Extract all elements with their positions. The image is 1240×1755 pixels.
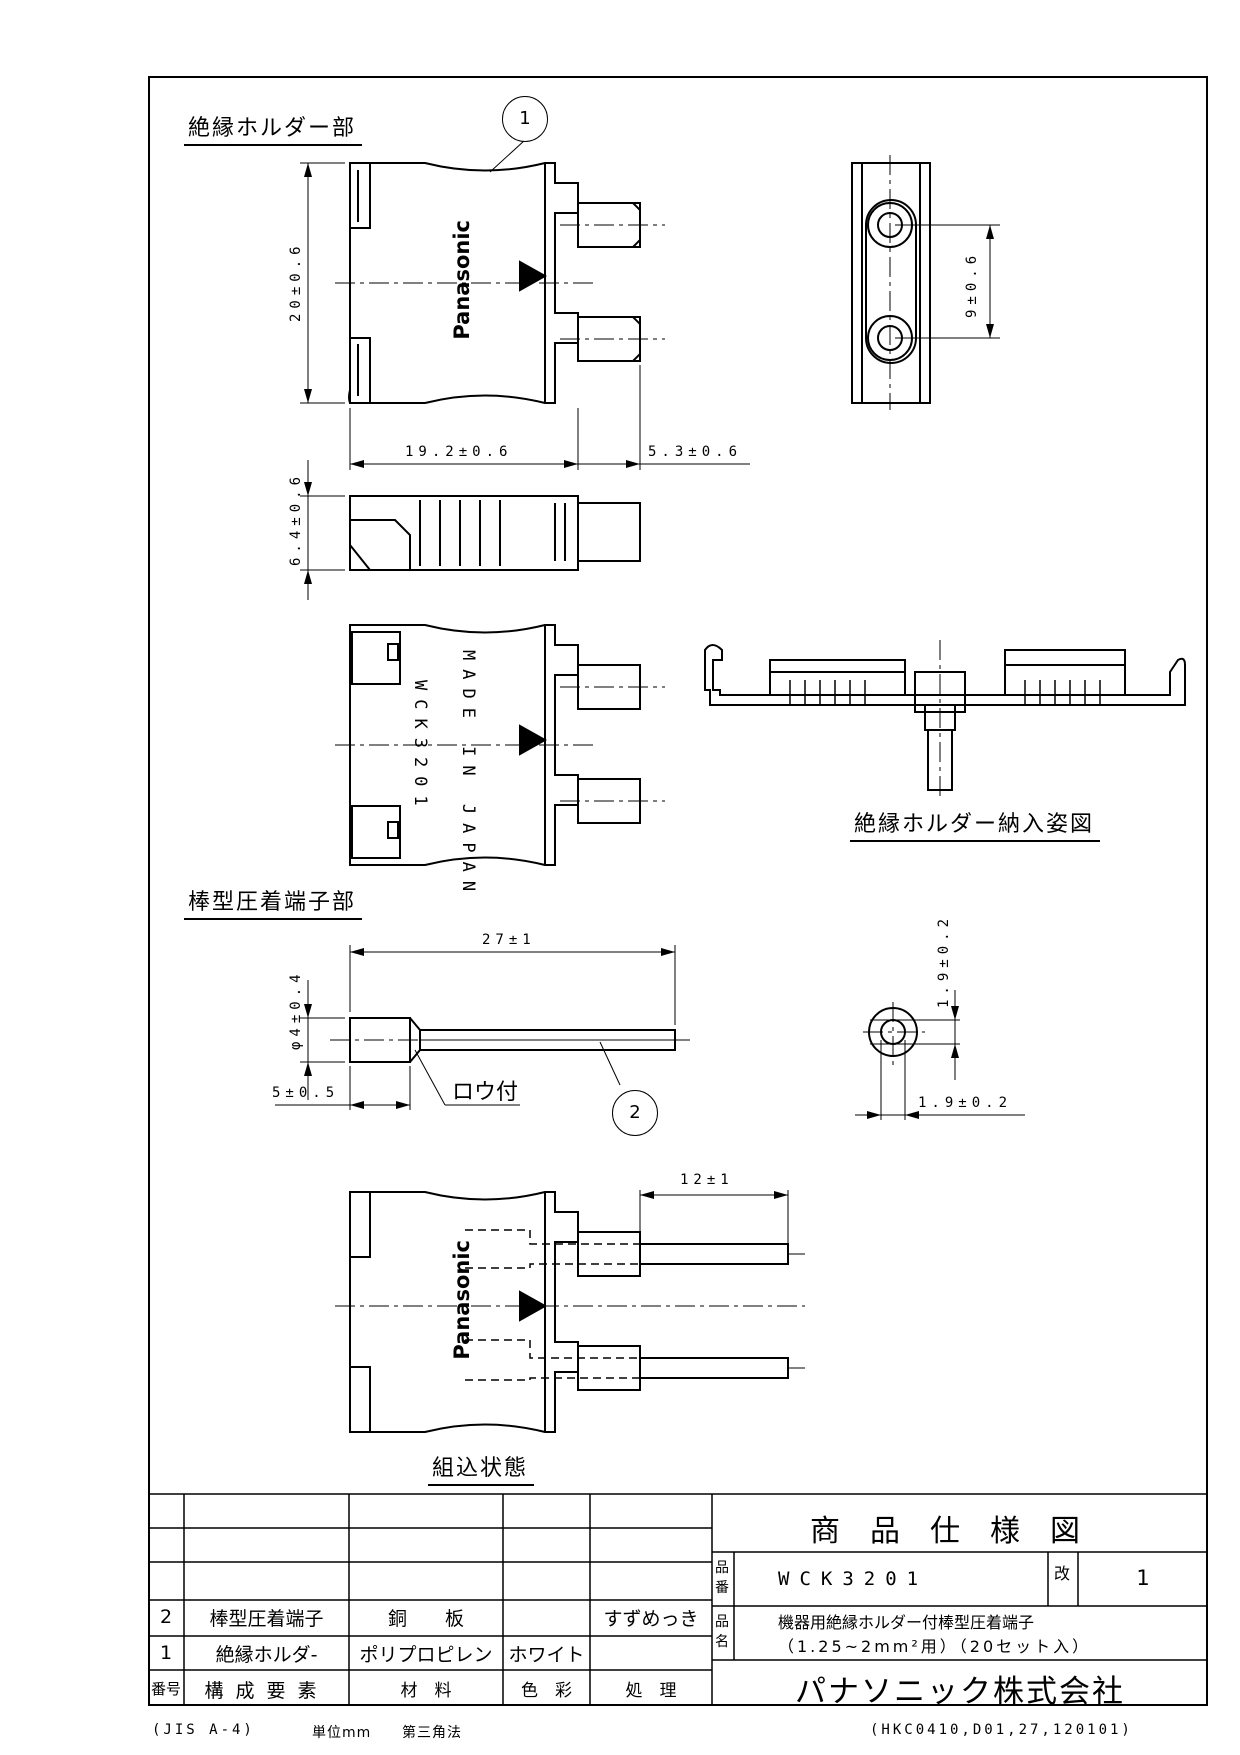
header-no: 番号 xyxy=(150,1680,181,1698)
dim-insert-length: 12±1 xyxy=(680,1172,734,1188)
holder-bottom-view xyxy=(349,624,641,866)
assembled-view xyxy=(349,1191,789,1433)
footer-projection: 第三角法 xyxy=(402,1725,462,1741)
row2-element: 棒型圧着端子 xyxy=(209,1608,324,1630)
row2-no: 2 xyxy=(159,1606,173,1628)
name-label: 品名 xyxy=(715,1614,729,1650)
footer-doc-code: (HKC0410,D01,27,120101) xyxy=(870,1722,1133,1738)
product-name-line1: 機器用絶縁ホルダー付棒型圧着端子 xyxy=(778,1613,1035,1632)
company-name: パナソニック株式会社 xyxy=(795,1674,1125,1710)
title-block-grid xyxy=(148,1493,1208,1706)
brand-marking-assembled: Panasonic xyxy=(450,1240,474,1360)
row1-element: 絶縁ホルダ- xyxy=(215,1644,318,1666)
dim-pin-diameter-horizontal: 1.9±0.2 xyxy=(918,1095,1013,1111)
revision-label: 改 xyxy=(1054,1564,1071,1583)
dim-pin-diameter-vertical: 1.9±0.2 xyxy=(936,913,952,1008)
dim-holder-thickness: 6.4±0.6 xyxy=(288,471,304,566)
made-in-marking: MADE IN JAPAN xyxy=(458,650,478,901)
product-name-line2: （1.25~2mm²用）（20セット入） xyxy=(778,1637,1092,1656)
part-number: WCK3201 xyxy=(778,1568,929,1590)
dim-holder-length: 19.2±0.6 xyxy=(405,444,513,460)
section-packing-label: 絶縁ホルダー納入姿図 xyxy=(850,806,1101,842)
part-no-label: 品番 xyxy=(715,1560,729,1596)
brand-marking: Panasonic xyxy=(450,220,474,340)
revision-number: 1 xyxy=(1136,1566,1150,1590)
header-material: 材 料 xyxy=(400,1681,452,1701)
section-assembled-label: 組込状態 xyxy=(428,1450,535,1486)
brazing-note: ロウ付 xyxy=(452,1080,519,1105)
terminal-view xyxy=(349,1007,918,1063)
row1-color: ホワイト xyxy=(508,1644,585,1666)
packing-view xyxy=(704,644,1186,791)
document-title: 商品仕様図 xyxy=(810,1514,1110,1549)
part-number-marking: WCK3201 xyxy=(410,680,430,815)
header-element: 構成要素 xyxy=(204,1680,329,1702)
row1-material: ポリプロピレン xyxy=(359,1644,493,1666)
drawing-frame xyxy=(148,76,1208,1706)
dim-sleeve-length: 5±0.5 xyxy=(272,1085,340,1101)
dim-holder-height: 20±0.6 xyxy=(288,241,304,322)
header-treatment: 処 理 xyxy=(625,1681,677,1701)
holder-top-view xyxy=(348,162,641,404)
dim-sleeve-diameter: φ4±0.4 xyxy=(288,969,304,1050)
footer-unit: 単位mm xyxy=(312,1725,372,1741)
row2-treatment: すずめっき xyxy=(603,1608,699,1630)
section-holder-label: 絶縁ホルダー部 xyxy=(184,110,363,146)
footer-standard: (JIS A-4) xyxy=(152,1722,255,1738)
holder-side-view xyxy=(349,495,641,571)
part-balloon-2: 2 xyxy=(612,1090,658,1136)
section-terminal-label: 棒型圧着端子部 xyxy=(184,884,363,920)
dim-pin-pitch: 9±0.6 xyxy=(964,250,980,318)
header-color: 色 彩 xyxy=(521,1681,572,1701)
dim-terminal-length: 27±1 xyxy=(482,932,536,948)
dim-pin-protrusion: 5.3±0.6 xyxy=(648,444,743,460)
part-balloon-1: 1 xyxy=(502,96,548,142)
row2-material: 銅 板 xyxy=(387,1608,464,1630)
row1-no: 1 xyxy=(159,1642,173,1664)
holder-end-view xyxy=(851,162,931,404)
